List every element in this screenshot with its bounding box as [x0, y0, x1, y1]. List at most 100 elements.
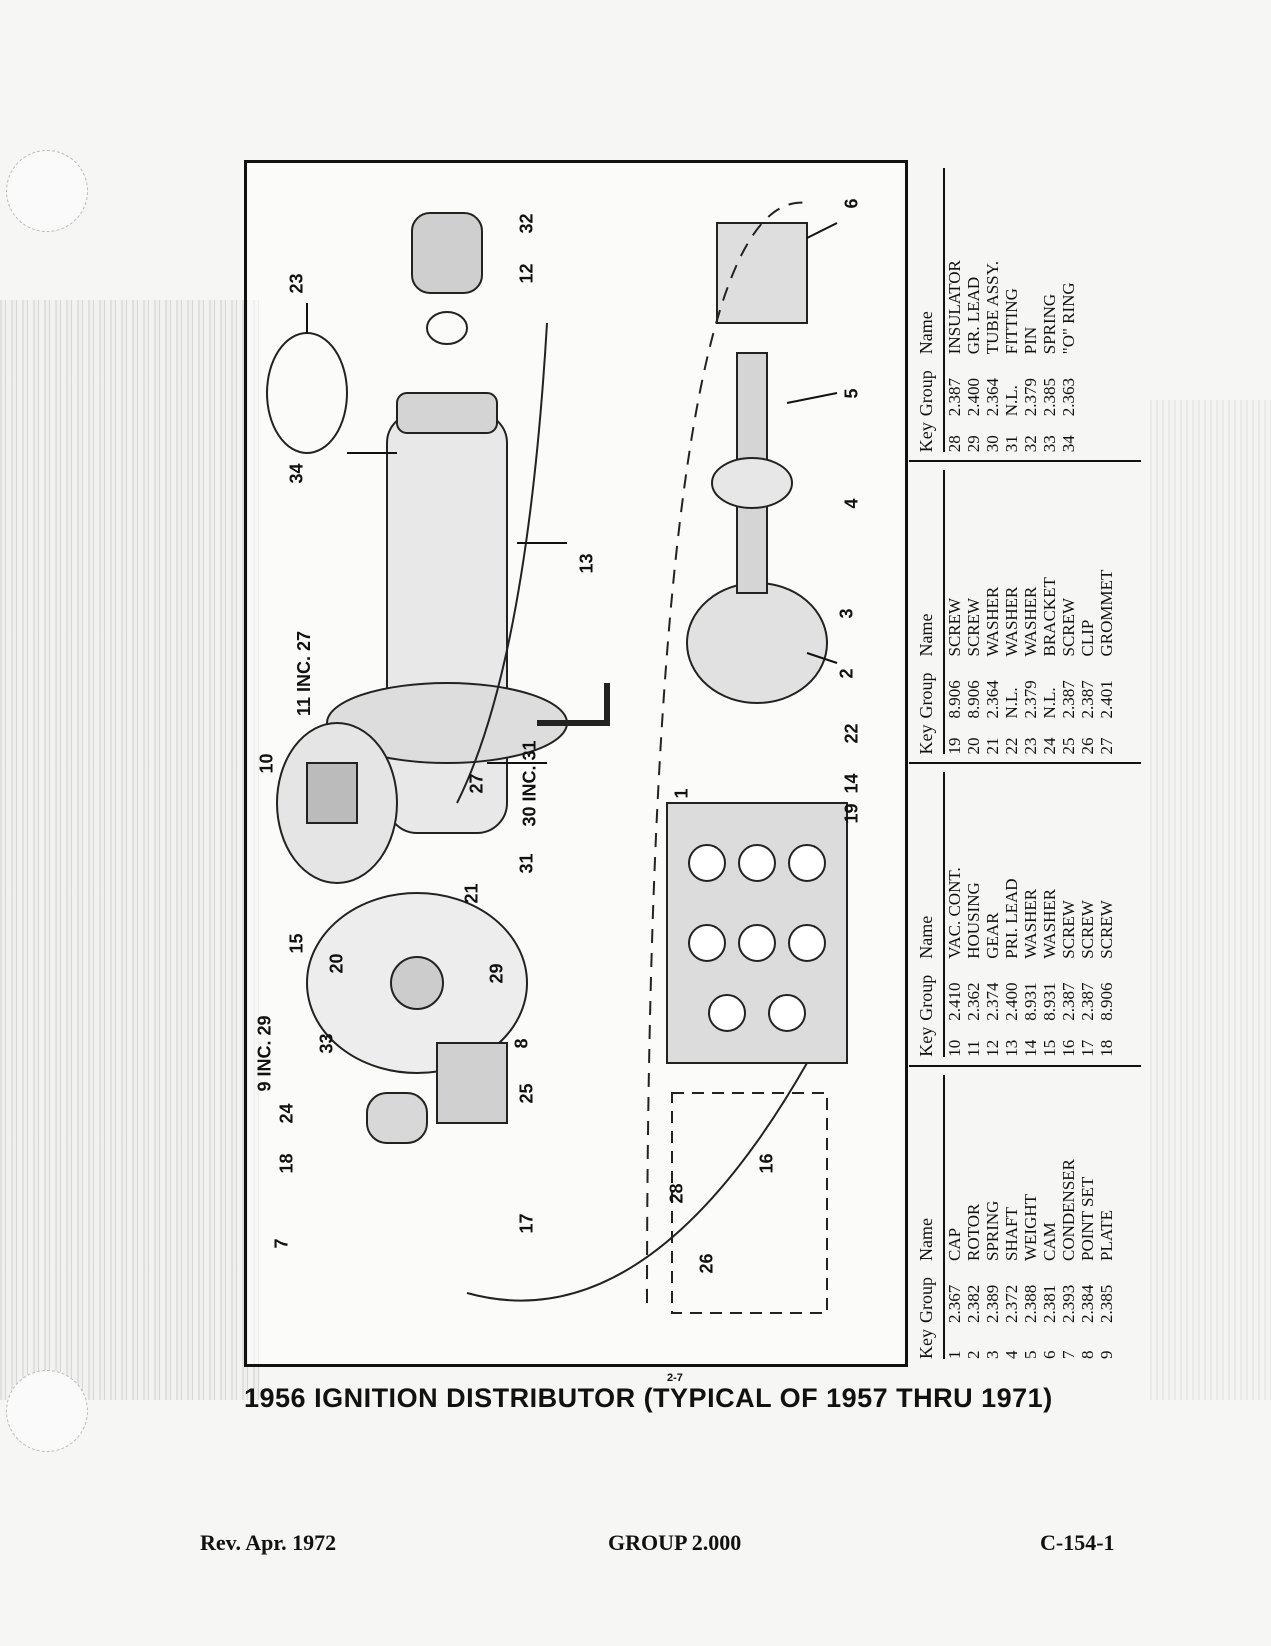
cell-name: SCREW — [944, 597, 964, 657]
cell-name: WEIGHT — [1020, 1193, 1040, 1261]
table-row: 25 2.387 SCREW — [1058, 470, 1078, 755]
header-name: Name — [916, 311, 936, 355]
point-set-shape — [436, 1042, 508, 1124]
callout-20: 20 — [326, 953, 347, 974]
cell-name: SCREW — [963, 597, 983, 657]
callout-19: 19 — [841, 803, 862, 824]
cell-key: 24 — [1039, 737, 1059, 755]
cell-name: PRI. LEAD — [1001, 878, 1021, 959]
cell-group: 8.931 — [1039, 982, 1059, 1021]
cell-name: WASHER — [1020, 586, 1040, 657]
cell-name: SPRING — [982, 1200, 1002, 1261]
callout-16: 16 — [756, 1153, 777, 1174]
cell-name: SCREW — [1096, 900, 1116, 959]
rotor-shape — [686, 582, 828, 704]
cell-key: 31 — [1001, 435, 1021, 453]
distributor-exploded-drawing — [266, 201, 848, 1314]
cell-name: SPRING — [1039, 293, 1059, 355]
cell-key: 27 — [1096, 737, 1116, 755]
header-group: Group — [916, 1277, 936, 1323]
callout-23: 23 — [286, 273, 307, 294]
cell-key: 18 — [1096, 1039, 1116, 1057]
cell-key: 29 — [963, 435, 983, 453]
callout-22: 22 — [841, 723, 862, 744]
cell-name: WASHER — [1001, 586, 1021, 657]
cell-key: 21 — [982, 737, 1002, 755]
callout-8: 8 — [511, 1038, 532, 1049]
cell-key: 23 — [1020, 737, 1040, 755]
cell-group: 2.382 — [963, 1284, 983, 1323]
callout-28: 28 — [666, 1183, 687, 1204]
cell-group: N.L. — [1001, 385, 1021, 417]
callout-9: 9 INC. 29 — [254, 1015, 275, 1092]
header-key: Key — [916, 724, 936, 755]
cell-key: 13 — [1001, 1039, 1021, 1057]
cell-key: 7 — [1058, 1350, 1078, 1360]
cell-name: SHAFT — [1001, 1207, 1021, 1261]
callout-13: 13 — [576, 553, 597, 574]
cell-key: 12 — [982, 1039, 1002, 1057]
cell-group: 2.387 — [1077, 982, 1097, 1021]
cell-group: N.L. — [1039, 687, 1059, 719]
cell-name: SCREW — [1058, 597, 1078, 657]
scan-noise-right — [1150, 400, 1271, 1400]
cell-key: 3 — [982, 1350, 1002, 1360]
header-group: Group — [916, 672, 936, 719]
cell-group: 2.381 — [1039, 1284, 1059, 1323]
cell-group: 2.379 — [1020, 378, 1040, 417]
cell-name: ROTOR — [963, 1203, 983, 1261]
footer-page-id: C-154-1 — [1040, 1530, 1115, 1555]
cell-group: 2.364 — [982, 680, 1002, 719]
cell-key: 32 — [1020, 435, 1040, 453]
cell-name: CONDENSER — [1058, 1158, 1078, 1261]
callout-34: 34 — [286, 463, 307, 484]
cell-name: CLIP — [1077, 619, 1097, 657]
cell-group: 8.906 — [944, 680, 964, 719]
cell-name: SCREW — [1058, 900, 1078, 959]
scan-noise-left — [0, 300, 260, 1400]
cell-name: BRACKET — [1039, 577, 1059, 657]
cell-name: TUBE ASSY. — [982, 261, 1002, 355]
cell-key: 15 — [1039, 1039, 1059, 1057]
cell-key: 5 — [1020, 1350, 1040, 1360]
binder-hole-bottom — [6, 1370, 88, 1452]
cell-group: 2.384 — [1077, 1284, 1097, 1323]
footer-revision: Rev. Apr. 1972 — [200, 1530, 337, 1555]
cell-key: 25 — [1058, 737, 1078, 755]
drive-gear-shape — [411, 212, 483, 294]
condenser-shape — [366, 1092, 428, 1144]
cell-group: 2.385 — [1096, 1284, 1116, 1323]
cell-key: 8 — [1077, 1350, 1097, 1360]
cell-name: WASHER — [982, 586, 1002, 657]
cell-name: POINT SET — [1077, 1176, 1097, 1261]
callout-30: 30 INC. 31 — [519, 740, 540, 827]
cell-group: 2.389 — [982, 1284, 1002, 1323]
cell-key: 4 — [1001, 1350, 1021, 1360]
cell-group: 2.374 — [982, 982, 1002, 1021]
callout-10: 10 — [256, 753, 277, 774]
callout-1: 1 — [671, 788, 692, 799]
cell-group: 2.400 — [1001, 982, 1021, 1021]
table-row: 24 N.L. BRACKET — [1040, 470, 1059, 754]
cell-group: 2.387 — [1058, 982, 1078, 1021]
table-row: 5 2.388 WEIGHT — [1021, 1075, 1040, 1359]
header-name: Name — [916, 613, 936, 657]
callout-31: 31 — [516, 853, 537, 874]
cell-key: 1 — [944, 1350, 964, 1360]
cell-group: 2.387 — [1058, 680, 1078, 719]
cell-group: 2.388 — [1020, 1284, 1040, 1323]
header-key: Key — [916, 1026, 936, 1057]
